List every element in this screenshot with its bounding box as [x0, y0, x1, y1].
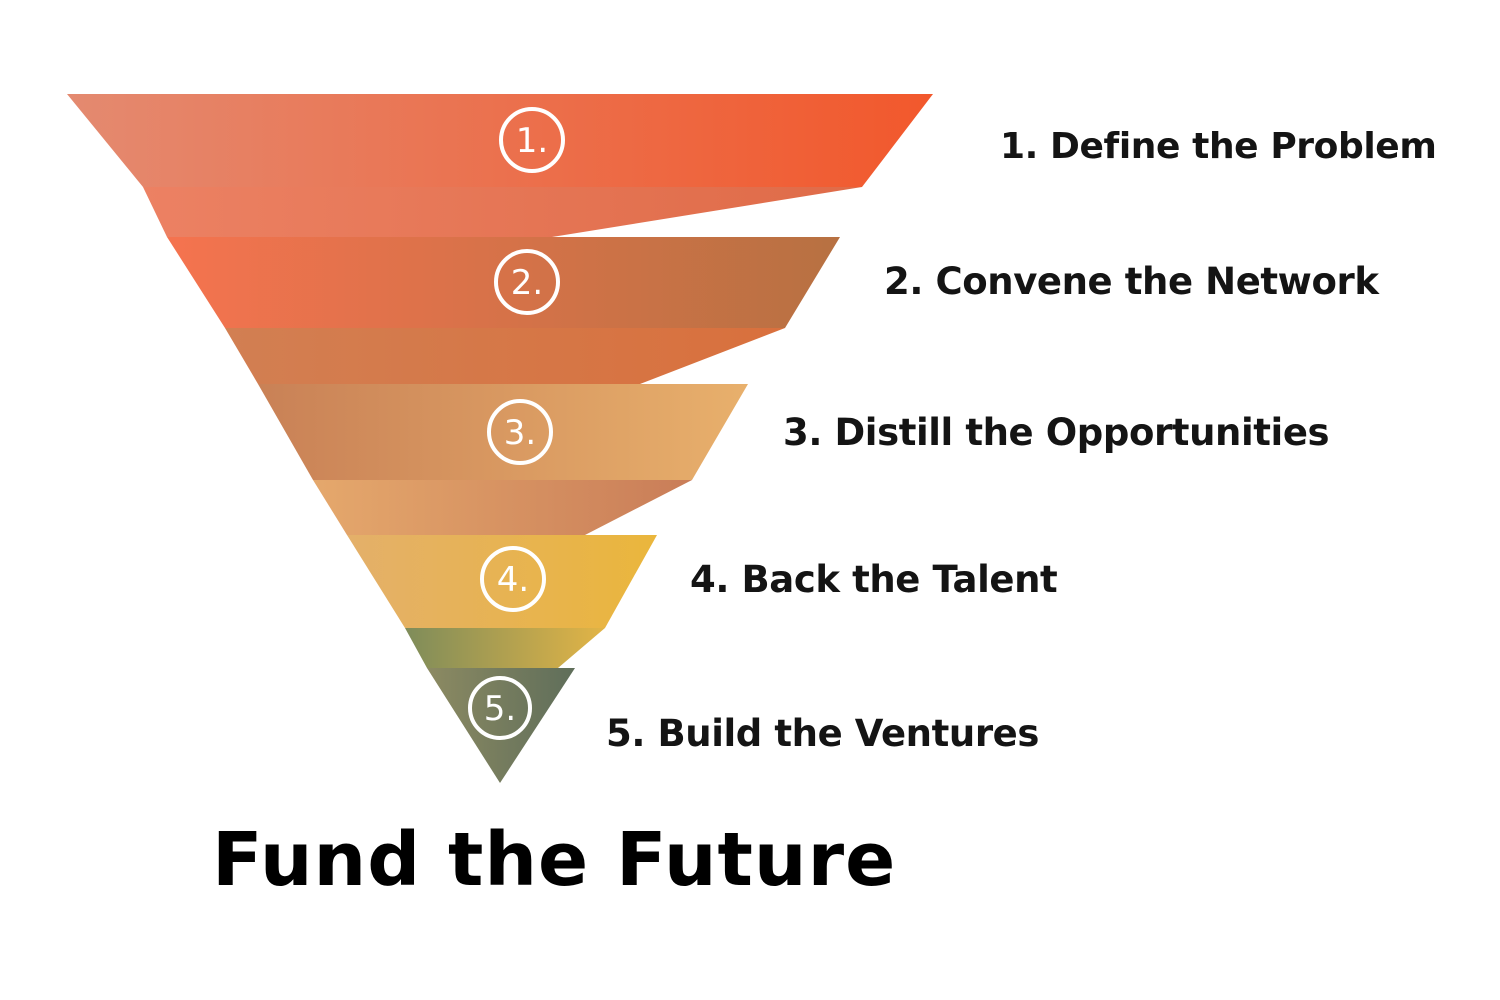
step-label-distill-the-opportunities: 3. Distill the Opportunities — [783, 411, 1330, 454]
badge-number-4: 4. — [497, 560, 529, 600]
badge-number-2: 2. — [511, 263, 543, 303]
step-label-back-the-talent: 4. Back the Talent — [690, 558, 1058, 601]
step-badge-2: 2. — [494, 249, 560, 315]
badge-ring-5 — [468, 676, 532, 740]
ribbon-connector-4-5 — [405, 628, 605, 668]
badge-ring-1 — [499, 107, 565, 173]
badge-ring-4 — [480, 546, 546, 612]
step-label-convene-the-network: 2. Convene the Network — [884, 260, 1379, 303]
ribbon-connector-2-3 — [225, 328, 785, 384]
ribbon-connector-3-4 — [313, 480, 692, 535]
step-label-define-the-problem: 1. Define the Problem — [1000, 126, 1437, 167]
diagram-title: Fund the Future — [212, 817, 897, 903]
step-badge-1: 1. — [499, 107, 565, 173]
funnel-band-3 — [258, 384, 748, 480]
funnel-band-4 — [347, 535, 657, 628]
step-badge-5: 5. — [468, 676, 532, 740]
badge-number-5: 5. — [484, 689, 516, 729]
badge-ring-2 — [494, 249, 560, 315]
step-badge-4: 4. — [480, 546, 546, 612]
ribbon-connector-1-2 — [143, 187, 862, 237]
badge-number-3: 3. — [504, 413, 536, 453]
funnel-band-5 — [427, 668, 575, 783]
step-badge-3: 3. — [487, 399, 553, 465]
badge-number-1: 1. — [516, 121, 548, 161]
funnel-band-2 — [167, 237, 840, 328]
step-label-build-the-ventures: 5. Build the Ventures — [606, 712, 1039, 755]
badge-ring-3 — [487, 399, 553, 465]
